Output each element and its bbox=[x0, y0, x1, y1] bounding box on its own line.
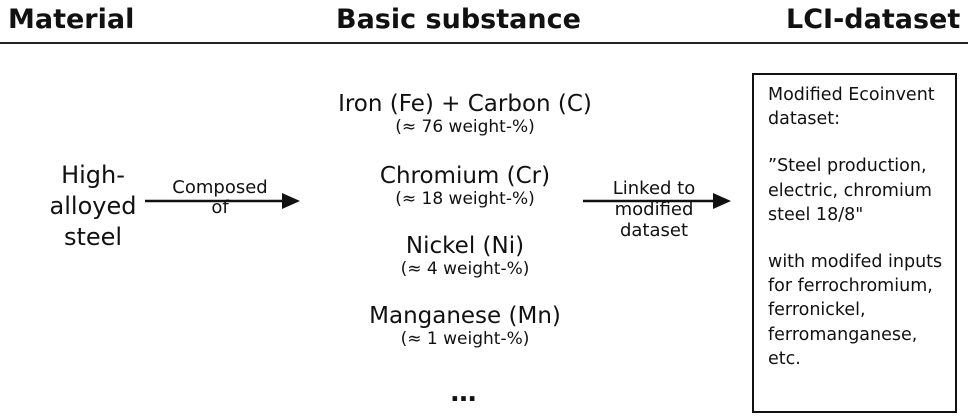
material-line: High- bbox=[61, 161, 125, 189]
box-line: ferronickel, bbox=[768, 300, 866, 321]
header-lci-dataset: LCI-dataset bbox=[786, 4, 961, 35]
arrow-composed-of-label: Composed of bbox=[150, 178, 290, 218]
substance-weight: (≈ 76 weight-%) bbox=[395, 117, 535, 137]
substance-item: Chromium (Cr) (≈ 18 weight-%) bbox=[300, 163, 630, 209]
box-line: ferromanganese, bbox=[768, 324, 918, 345]
arrow-label-line: Linked to bbox=[612, 178, 696, 199]
arrow-label-line: Composed bbox=[172, 177, 268, 198]
arrow-label-line: modified bbox=[614, 199, 694, 220]
substance-item: Iron (Fe) + Carbon (C) (≈ 76 weight-%) bbox=[300, 91, 630, 137]
material-label: High- alloyed steel bbox=[38, 160, 148, 253]
arrow-label-line: of bbox=[211, 197, 229, 218]
substance-name: Iron (Fe) + Carbon (C) bbox=[338, 91, 592, 117]
substance-weight: (≈ 1 weight-%) bbox=[400, 329, 530, 349]
box-line: dataset: bbox=[768, 109, 841, 130]
box-line: ”Steel production, bbox=[768, 156, 927, 177]
box-line: for ferrochromium, bbox=[768, 276, 933, 297]
box-line: steel 18/8" bbox=[768, 204, 864, 225]
substance-item: Manganese (Mn) (≈ 1 weight-%) bbox=[300, 303, 630, 349]
substance-weight: (≈ 4 weight-%) bbox=[400, 259, 530, 279]
arrow-linked-label: Linked to modified dataset bbox=[584, 178, 724, 241]
arrow-linked-head bbox=[713, 193, 731, 209]
material-line: alloyed bbox=[49, 192, 137, 220]
substance-ellipsis: … bbox=[450, 378, 480, 408]
box-line: electric, chromium bbox=[768, 180, 932, 201]
header-divider bbox=[0, 42, 968, 44]
substance-weight: (≈ 18 weight-%) bbox=[395, 189, 535, 209]
substance-item: Nickel (Ni) (≈ 4 weight-%) bbox=[300, 233, 630, 279]
substance-name: Chromium (Cr) bbox=[379, 163, 551, 189]
header-basic-substance: Basic substance bbox=[336, 4, 581, 35]
arrow-composed-of-head bbox=[282, 193, 300, 209]
substance-name: Nickel (Ni) bbox=[405, 233, 525, 259]
arrow-label-line: dataset bbox=[619, 220, 689, 241]
box-line: Modified Ecoinvent bbox=[768, 85, 935, 105]
material-line: steel bbox=[63, 223, 123, 251]
header-material: Material bbox=[8, 4, 135, 35]
lci-dataset-box: Modified Ecoinvent dataset: ”Steel produ… bbox=[752, 73, 957, 413]
box-line: etc. bbox=[768, 348, 801, 369]
box-line: with modifed inputs bbox=[768, 252, 943, 273]
substance-name: Manganese (Mn) bbox=[369, 303, 561, 329]
